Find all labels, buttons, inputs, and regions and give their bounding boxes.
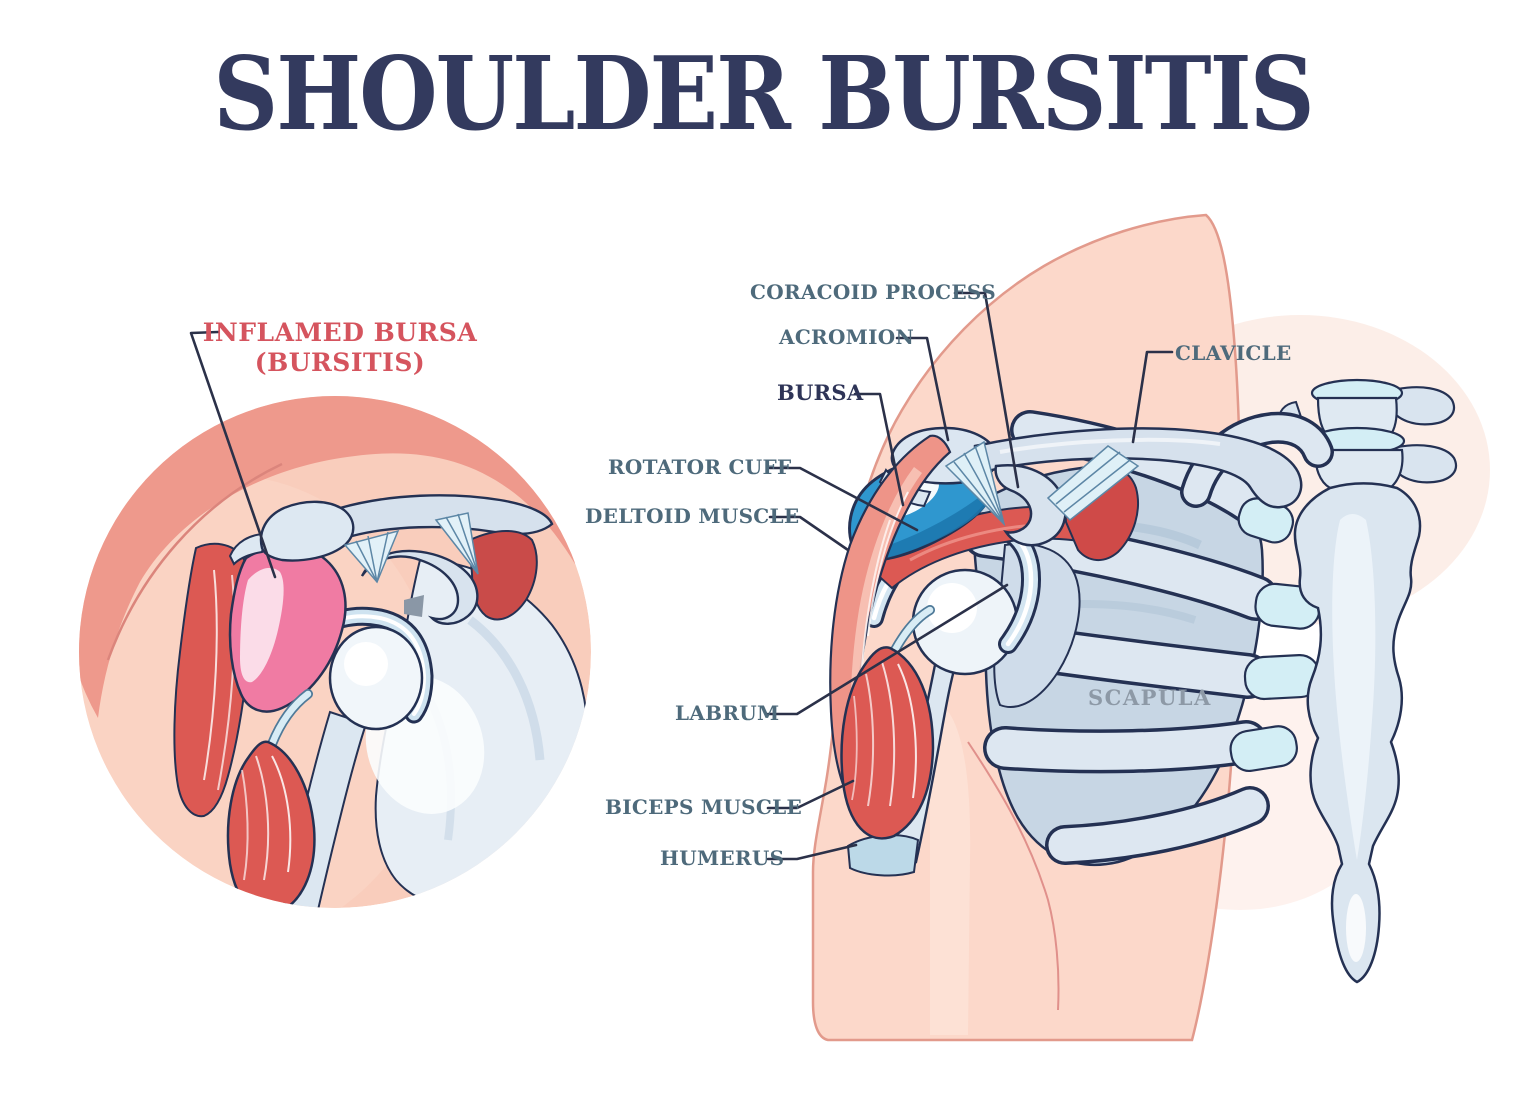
label-clavicle: CLAVICLE: [1175, 341, 1292, 365]
leader-acromion: [895, 336, 950, 442]
leader-labrum: [766, 583, 1009, 716]
leader-lines: [189, 291, 1174, 861]
humerus-cartilage-band: [846, 834, 920, 877]
label-inflamed-bursa: INFLAMED BURSA (BURSITIS): [180, 318, 500, 378]
label-deltoid-muscle: DELTOID MUSCLE: [585, 504, 800, 528]
spine-column: [1278, 378, 1458, 984]
label-labrum: LABRUM: [675, 701, 780, 725]
label-scapula: SCAPULA: [1088, 685, 1212, 710]
biceps-muscle-circle: [226, 689, 316, 908]
leader-coracoid-process: [953, 291, 1020, 489]
leader-rotator-cuff: [768, 466, 919, 532]
armpit-crease: [967, 741, 1060, 1011]
leader-inflamed-bursa: [189, 330, 277, 579]
label-coracoid-process: CORACOID PROCESS: [750, 280, 996, 304]
label-bursa: BURSA: [777, 380, 864, 405]
ligament-fans: [944, 440, 1140, 527]
label-acromion: ACROMION: [779, 325, 915, 349]
biceps-muscle-shape: [840, 605, 935, 840]
ligament-fans-circle: [343, 512, 479, 584]
leader-clavicle: [1131, 350, 1174, 444]
costal-cartilage: [1229, 497, 1321, 773]
label-inflamed-bursa-line1: INFLAMED BURSA: [202, 318, 478, 347]
label-humerus: HUMERUS: [660, 846, 785, 870]
infraspinatus-patch-circle: [468, 530, 538, 621]
label-inflamed-bursa-line2: (BURSITIS): [254, 348, 426, 377]
left-circle-illustration: [79, 396, 591, 908]
leader-bursa: [853, 392, 905, 507]
inflamed-bursa-shape: [228, 545, 347, 713]
label-rotator-cuff: ROTATOR CUFF: [608, 455, 792, 479]
label-biceps-muscle: BICEPS MUSCLE: [605, 795, 803, 819]
leader-deltoid-muscle: [768, 515, 850, 552]
leader-biceps-muscle: [766, 779, 855, 810]
acromion-clavicle-circle: [228, 494, 554, 617]
leader-humerus: [766, 843, 858, 861]
page-title: SHOULDER BURSITIS: [213, 35, 1314, 154]
right-anatomy-illustration: [811, 213, 1490, 1042]
coracoid-process-circle: [360, 549, 479, 625]
